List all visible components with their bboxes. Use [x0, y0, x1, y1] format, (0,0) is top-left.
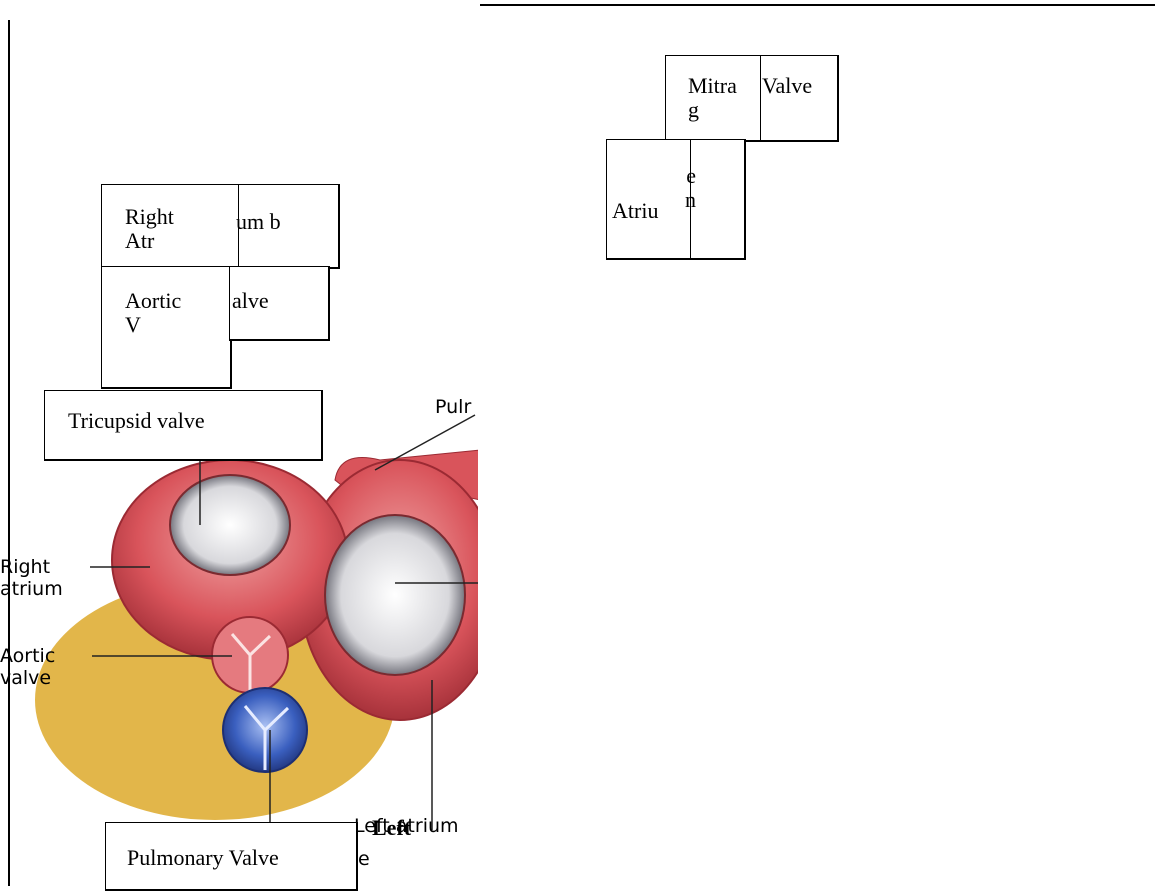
tricuspid-valve-shape — [169, 474, 291, 576]
aortic-valve-cusps — [230, 633, 272, 692]
heart-valves-figure — [35, 414, 478, 830]
left-atrium-figure-label: Left atrium — [354, 815, 459, 837]
aortic-label-b: alve — [232, 288, 269, 313]
aortic-label-a: Aortic V — [125, 288, 182, 337]
mitral-box-right — [760, 55, 839, 142]
pulmonary-label: Pulmonary Valve — [127, 845, 279, 870]
atrium-label-a: Atriu — [612, 198, 659, 223]
atrium-box-right — [690, 139, 746, 260]
mitral-label-a: Mitra g — [688, 73, 737, 122]
top-rule — [480, 4, 1155, 6]
right-atrium-figure-label: Right atrium — [0, 556, 63, 600]
tricuspid-label: Tricupsid valve — [68, 408, 205, 433]
atrium-box-left — [606, 139, 693, 260]
right-atrium-box-right — [238, 184, 340, 269]
atrium-label-b: e n — [685, 163, 696, 212]
aortic-box-left — [101, 266, 232, 389]
tricuspid-box — [44, 390, 323, 461]
pulm-leader — [374, 414, 476, 471]
valve-fragment-label: e — [358, 848, 370, 870]
pulm-label: Pulr — [435, 396, 472, 418]
fat-tissue — [35, 580, 395, 820]
mitral-valve-shape — [324, 514, 466, 676]
right-atrium-label-b: um b — [236, 209, 281, 234]
aortic-valve-figure-label: Aortic valve — [0, 645, 56, 689]
pulmonary-valve-cusps — [243, 705, 290, 770]
right-atrium-label-a: Right Atr — [125, 204, 174, 253]
left-rule — [8, 20, 10, 886]
mitral-label-b: Valve — [762, 73, 813, 98]
left-overlay-label: Left — [372, 815, 412, 840]
aortic-box-right — [229, 266, 330, 341]
